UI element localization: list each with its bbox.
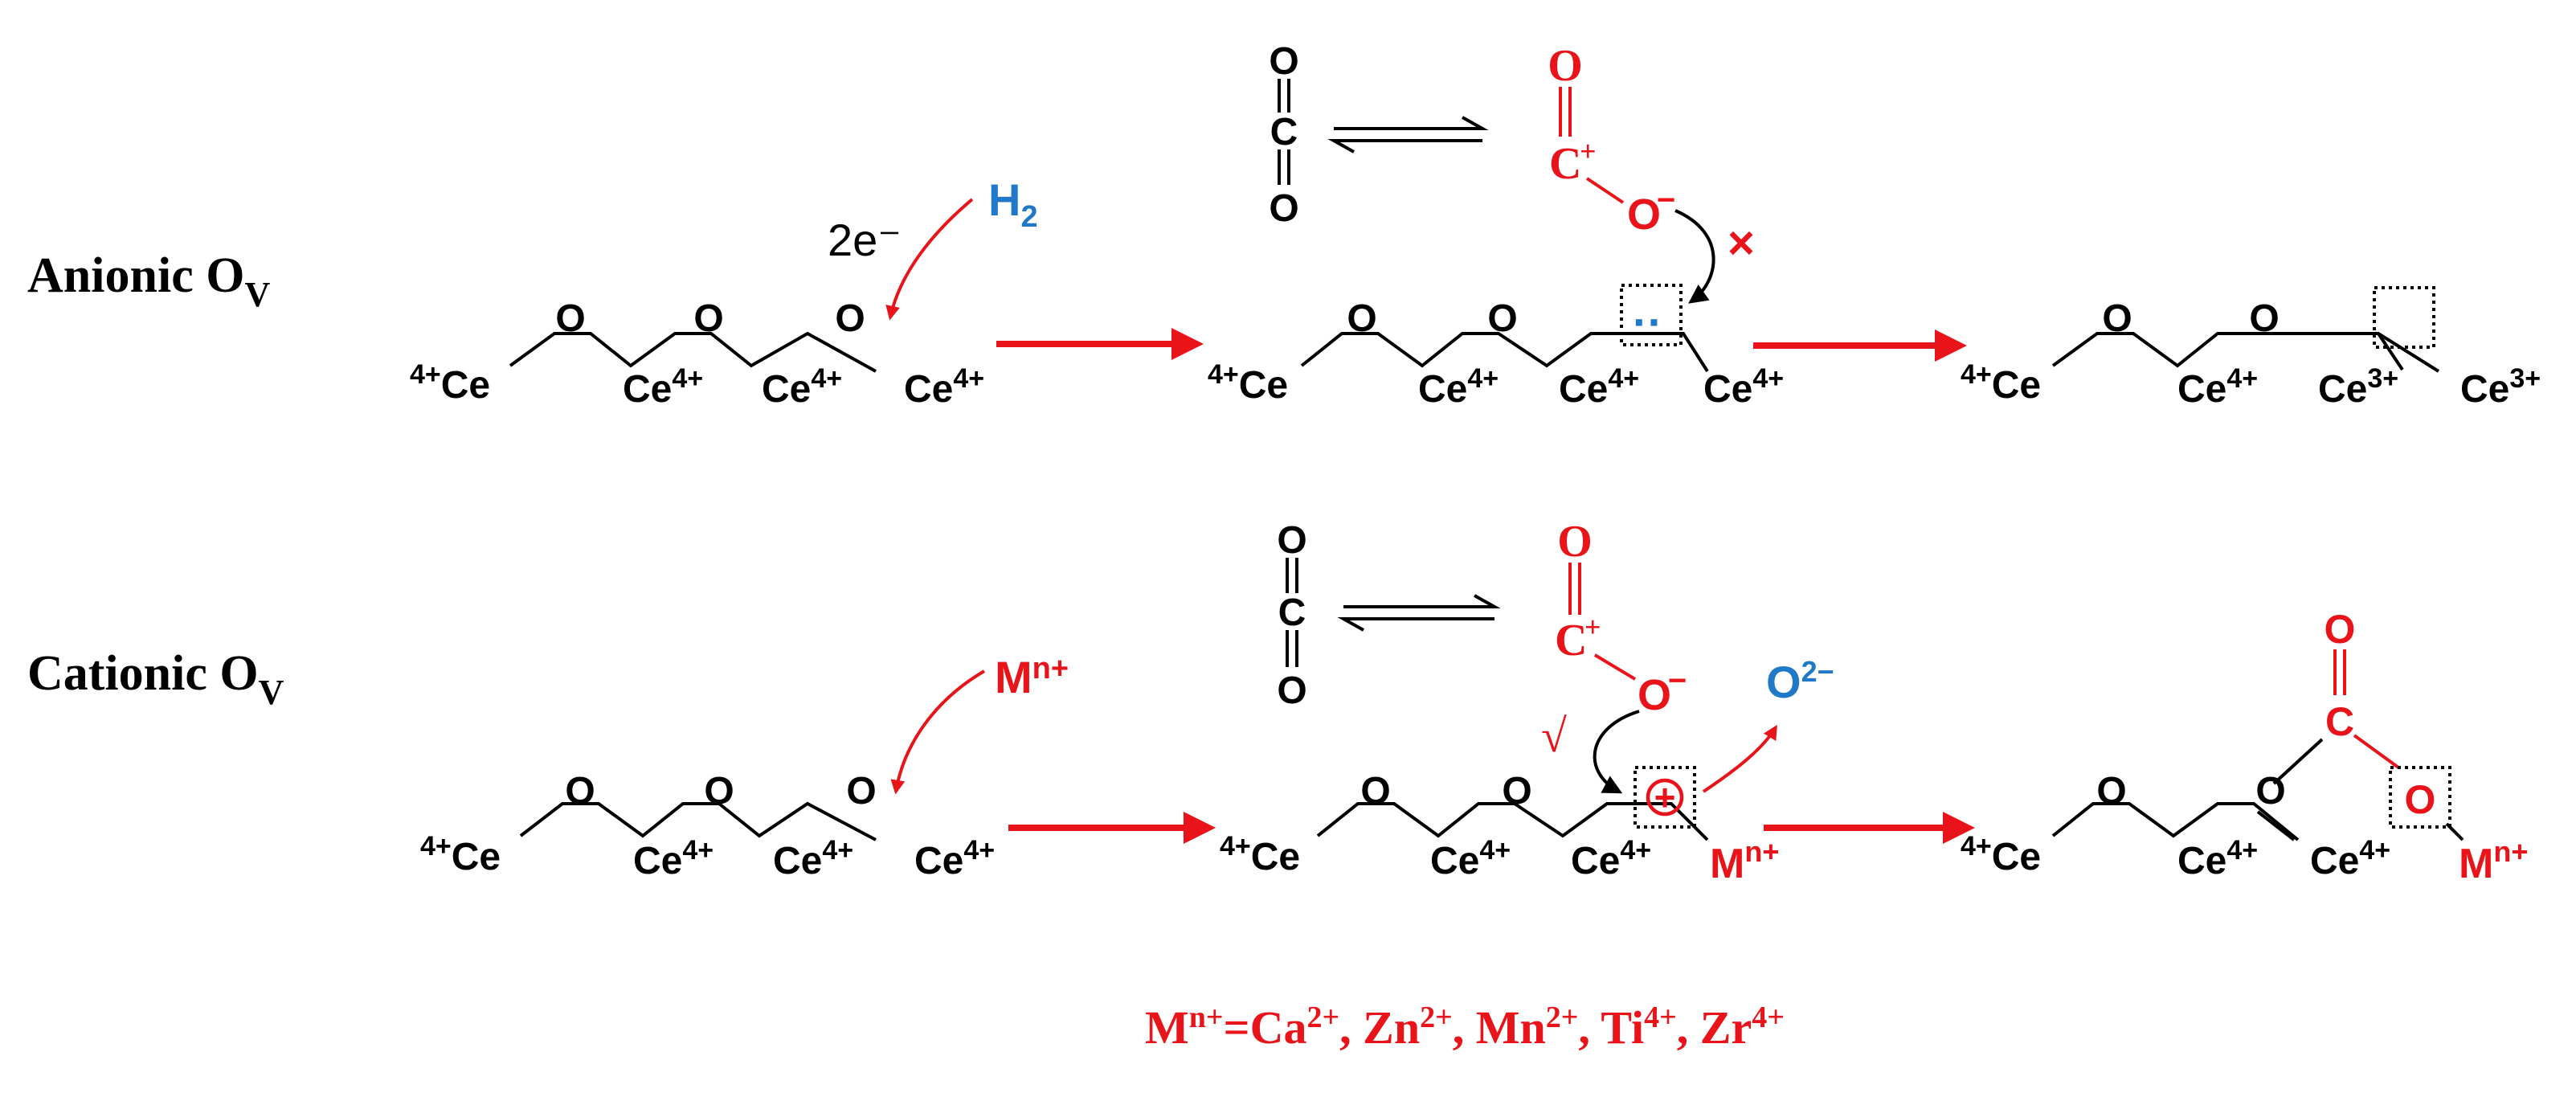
svg-text:O: O xyxy=(2255,770,2285,813)
svg-text:O: O xyxy=(1548,41,1583,91)
equilibrium-arrow-cationic xyxy=(1337,594,1501,632)
svg-text:4+Ce: 4+Ce xyxy=(410,359,490,407)
oxide-release-arrow xyxy=(1702,724,1777,793)
allowed-attack-arrow xyxy=(1593,710,1640,794)
row-label-anionic: Anionic OV xyxy=(27,248,270,314)
released-oxide: O2− xyxy=(1766,655,1834,707)
svg-text:Ce4+: Ce4+ xyxy=(914,835,995,882)
svg-text:O: O xyxy=(1360,770,1390,813)
svg-text:O: O xyxy=(835,297,865,340)
co2-molecule-anionic: O C O xyxy=(1269,40,1298,230)
dopant-attack-arrow xyxy=(890,669,986,795)
svg-text:−: − xyxy=(1668,663,1687,698)
svg-text:Ce4+: Ce4+ xyxy=(1703,363,1784,411)
svg-text:O: O xyxy=(1347,297,1376,340)
svg-text:O: O xyxy=(2102,297,2132,340)
svg-text:C: C xyxy=(2325,699,2354,744)
svg-text:−: − xyxy=(1657,182,1675,218)
svg-text:O: O xyxy=(1502,770,1531,813)
svg-text:C: C xyxy=(1555,616,1587,665)
svg-text:O: O xyxy=(1557,517,1593,567)
dopant-label: Mn+ xyxy=(995,652,1069,702)
svg-text:Ce4+: Ce4+ xyxy=(633,835,714,882)
svg-text:Ce4+: Ce4+ xyxy=(773,835,853,882)
svg-text:O: O xyxy=(2096,770,2126,813)
equilibrium-arrow-anionic xyxy=(1327,116,1489,154)
svg-text:4+Ce: 4+Ce xyxy=(1208,359,1288,407)
svg-text:O: O xyxy=(1269,187,1298,230)
anionic-chain-1: O O O 4+Ce Ce4+ Ce4+ Ce4+ xyxy=(410,297,984,411)
svg-text:Ce4+: Ce4+ xyxy=(2177,363,2258,411)
svg-text:Ce4+: Ce4+ xyxy=(1430,835,1511,882)
activated-co2-anionic: O C + O − xyxy=(1548,41,1675,239)
svg-text:O: O xyxy=(704,770,734,813)
svg-text:O: O xyxy=(1487,297,1517,340)
anionic-chain-3: O O 4+Ce Ce4+ Ce3+ Ce3+ xyxy=(1961,286,2541,411)
svg-text:Ce4+: Ce4+ xyxy=(1571,835,1651,882)
cationic-chain-3: O O O C O 4+Ce Ce4+ Ce4+ Mn+ xyxy=(1961,607,2528,887)
electrons-label: 2e⁻ xyxy=(828,215,902,265)
svg-text:O: O xyxy=(1277,519,1306,562)
h2-attack-arrow xyxy=(885,198,974,321)
anionic-chain-2: O O ·· 4+Ce Ce4+ Ce4+ Ce4+ xyxy=(1208,284,1784,411)
svg-text:Ce4+: Ce4+ xyxy=(1559,363,1639,411)
svg-text:+: + xyxy=(1580,135,1597,167)
svg-text:O: O xyxy=(1277,669,1306,712)
svg-text:O: O xyxy=(555,297,585,340)
svg-text:O: O xyxy=(2249,297,2279,340)
svg-text:+: + xyxy=(1654,776,1676,818)
svg-text:4+Ce: 4+Ce xyxy=(1961,831,2041,878)
svg-text:O: O xyxy=(1269,40,1298,83)
svg-text:C: C xyxy=(1270,111,1298,154)
svg-text:O: O xyxy=(565,770,595,813)
co2-molecule-cationic: O C O xyxy=(1277,519,1306,712)
svg-text:Ce4+: Ce4+ xyxy=(623,363,703,411)
activated-co2-cationic: O C + O − xyxy=(1555,517,1687,719)
svg-text:Mn+: Mn+ xyxy=(2459,835,2528,887)
svg-text:+: + xyxy=(1584,611,1601,643)
svg-text:O: O xyxy=(2325,607,2356,652)
reductant-h2: H2 xyxy=(988,174,1038,234)
row-label-cationic: Cationic OV xyxy=(27,646,284,712)
blocked-mark: × xyxy=(1728,217,1755,269)
vacancy-positive-charge xyxy=(1646,778,1684,817)
svg-text:Ce4+: Ce4+ xyxy=(1418,363,1499,411)
cationic-chain-2: O O + 4+Ce Ce4+ Ce4+ Mn+ xyxy=(1220,766,1779,887)
svg-text:O: O xyxy=(846,770,876,813)
svg-text:O: O xyxy=(1627,190,1661,239)
cationic-chain-1: O O O 4+Ce Ce4+ Ce4+ Ce4+ xyxy=(420,770,995,882)
svg-text:O: O xyxy=(2405,777,2436,822)
svg-text:O: O xyxy=(693,297,723,340)
svg-text:Ce4+: Ce4+ xyxy=(762,363,842,411)
svg-text:O: O xyxy=(1638,671,1671,719)
svg-text:Mn+: Mn+ xyxy=(1710,835,1779,887)
vacancy-electrons: ·· xyxy=(1633,297,1662,347)
svg-text:Ce4+: Ce4+ xyxy=(2310,835,2390,882)
dopant-list-footnote: Mn+=Ca2+, Zn2+, Mn2+, Ti4+, Zr4+ xyxy=(1145,1001,1785,1054)
svg-text:C: C xyxy=(1549,139,1581,189)
svg-text:C: C xyxy=(1278,592,1306,634)
svg-text:Ce4+: Ce4+ xyxy=(2177,835,2258,882)
svg-text:4+Ce: 4+Ce xyxy=(1220,831,1300,878)
svg-text:Ce4+: Ce4+ xyxy=(904,363,984,411)
blocked-attack-arrow xyxy=(1674,209,1715,304)
svg-text:Ce3+: Ce3+ xyxy=(2460,363,2541,411)
svg-text:4+Ce: 4+Ce xyxy=(1961,359,2041,407)
svg-text:4+Ce: 4+Ce xyxy=(420,831,501,878)
svg-text:Ce3+: Ce3+ xyxy=(2318,363,2398,411)
allowed-mark: √ xyxy=(1541,710,1567,762)
